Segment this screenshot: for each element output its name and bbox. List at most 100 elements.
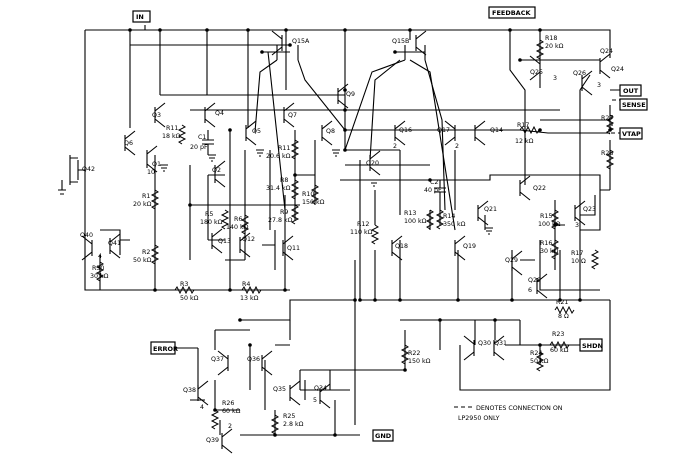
value-r6: 140 kΩ bbox=[226, 224, 249, 231]
pin-feedback-label: FEEDBACK bbox=[492, 9, 531, 17]
value-r1: 20 kΩ bbox=[133, 201, 152, 208]
label-r5: R5 bbox=[205, 211, 213, 218]
label-r18: R18 bbox=[545, 35, 557, 42]
label-q25: Q25 bbox=[530, 69, 543, 76]
label-q7: Q7 bbox=[288, 112, 297, 119]
label-q26: Q26 bbox=[573, 70, 586, 77]
label-r9: R9 bbox=[280, 209, 288, 216]
pin-gnd: GND bbox=[372, 429, 394, 442]
pin-feedback: FEEDBACK bbox=[488, 6, 536, 19]
label-q37: Q37 bbox=[211, 356, 224, 363]
label-r1: R1 bbox=[142, 193, 150, 200]
pin-error: ERROR bbox=[150, 341, 178, 355]
ratio-q40: 4 bbox=[98, 253, 102, 260]
label-r15: R15 bbox=[540, 213, 552, 220]
label-r12: R12 bbox=[357, 221, 369, 228]
value-r2: 50 kΩ bbox=[133, 257, 152, 264]
label-q19: Q19 bbox=[463, 243, 476, 250]
pin-shdn-label: SHDN bbox=[582, 342, 603, 350]
label-r27: R27 bbox=[601, 115, 613, 122]
label-q12: Q12 bbox=[242, 236, 255, 243]
label-r30: R30 bbox=[92, 265, 104, 272]
label-r22: R22 bbox=[408, 350, 420, 357]
value-r12: 110 kΩ bbox=[350, 229, 373, 236]
label-q2: Q2 bbox=[212, 167, 221, 174]
label-q15a: Q15A bbox=[292, 38, 310, 45]
label-r8: R8 bbox=[280, 177, 288, 184]
label-q29: Q29 bbox=[505, 257, 518, 264]
label-r23: R23 bbox=[552, 331, 564, 338]
pin-out: OUT bbox=[619, 84, 642, 97]
ratio-q23: 3 bbox=[575, 222, 579, 229]
label-q8: Q8 bbox=[326, 128, 335, 135]
value-r17b: 10 Ω bbox=[571, 258, 586, 265]
label-r21: R21 bbox=[556, 299, 568, 306]
label-r25: R25 bbox=[283, 413, 295, 420]
legend-line1: DENOTES CONNECTION ON bbox=[476, 405, 563, 412]
pin-in: IN bbox=[132, 10, 151, 23]
label-q14: Q14 bbox=[490, 127, 503, 134]
label-q42: Q42 bbox=[82, 166, 95, 173]
value-c1: 20 pF bbox=[190, 144, 208, 151]
ratio-q1: 10 bbox=[147, 169, 155, 176]
value-r4: 13 kΩ bbox=[240, 295, 259, 302]
label-q13: Q13 bbox=[218, 238, 231, 245]
label-r14: R14 bbox=[443, 213, 455, 220]
emitter-ratio-labels: 10 4 2 2 3 3 3 6 4 2 5 bbox=[98, 75, 601, 430]
label-r4: R4 bbox=[242, 281, 250, 288]
capacitor-symbols bbox=[202, 130, 446, 200]
label-c1: C1 bbox=[198, 134, 206, 141]
value-r17a: 12 kΩ bbox=[515, 138, 534, 145]
label-q6: Q6 bbox=[124, 140, 133, 147]
wiring bbox=[58, 25, 620, 436]
value-r30: 30 kΩ bbox=[90, 273, 109, 280]
value-r14: 350 kΩ bbox=[443, 221, 466, 228]
label-q24: Q24 bbox=[600, 48, 613, 55]
junctions bbox=[128, 28, 612, 437]
label-q17: Q17 bbox=[437, 127, 450, 134]
pin-error-label: ERROR bbox=[153, 345, 178, 353]
ratio-q25: 3 bbox=[553, 75, 557, 82]
label-q22: Q22 bbox=[533, 185, 546, 192]
label-q15b: Q15B bbox=[392, 38, 409, 45]
label-q28: Q28 bbox=[528, 277, 541, 284]
label-r17b: R17 bbox=[571, 250, 583, 257]
value-r18: 20 kΩ bbox=[545, 43, 564, 50]
resistor-symbols bbox=[95, 39, 615, 435]
transistor-labels: Q1 Q2 Q3 Q4 Q5 Q6 Q7 Q8 Q9 Q11 Q12 Q13 Q… bbox=[80, 38, 624, 444]
label-q16: Q16 bbox=[399, 127, 412, 134]
ratio-q26: 3 bbox=[597, 82, 601, 89]
value-r16: 30 kΩ bbox=[540, 248, 559, 255]
value-r15: 100 kΩ bbox=[538, 221, 561, 228]
label-r11b: R11 bbox=[278, 145, 290, 152]
label-r2: R2 bbox=[142, 249, 150, 256]
label-q41: Q41 bbox=[108, 240, 121, 247]
ratio-q17: 2 bbox=[455, 143, 459, 150]
value-r9: 27.8 kΩ bbox=[268, 217, 293, 224]
value-r21: 8 Ω bbox=[558, 313, 569, 320]
pin-gnd-label: GND bbox=[375, 432, 392, 440]
legend-line2: LP2950 ONLY bbox=[458, 415, 500, 422]
label-q18: Q18 bbox=[395, 243, 408, 250]
label-r6: R6 bbox=[234, 216, 242, 223]
pin-sense: SENSE bbox=[619, 98, 648, 111]
label-q35: Q35 bbox=[273, 386, 286, 393]
label-q36: Q36 bbox=[247, 356, 260, 363]
label-r24: R24 bbox=[530, 350, 542, 357]
label-q1: Q1 bbox=[152, 161, 161, 168]
value-r10: 150 kΩ bbox=[302, 199, 325, 206]
ratio-q16: 2 bbox=[393, 143, 397, 150]
label-q21: Q21 bbox=[484, 206, 497, 213]
pin-vtap: VTAP bbox=[619, 127, 643, 140]
legend: DENOTES CONNECTION ON LP2950 ONLY bbox=[458, 405, 563, 422]
label-q38: Q38 bbox=[183, 387, 196, 394]
label-q4: Q4 bbox=[215, 110, 224, 117]
value-r5: 180 kΩ bbox=[200, 219, 223, 226]
label-q24b: Q24 bbox=[611, 66, 624, 73]
value-r26: 60 kΩ bbox=[222, 408, 241, 415]
transistor-symbols bbox=[70, 30, 611, 454]
value-r8: 31.4 kΩ bbox=[266, 185, 291, 192]
label-q11: Q11 bbox=[287, 245, 300, 252]
label-r28: R28 bbox=[601, 150, 613, 157]
pin-shdn: SHDN bbox=[579, 338, 603, 352]
